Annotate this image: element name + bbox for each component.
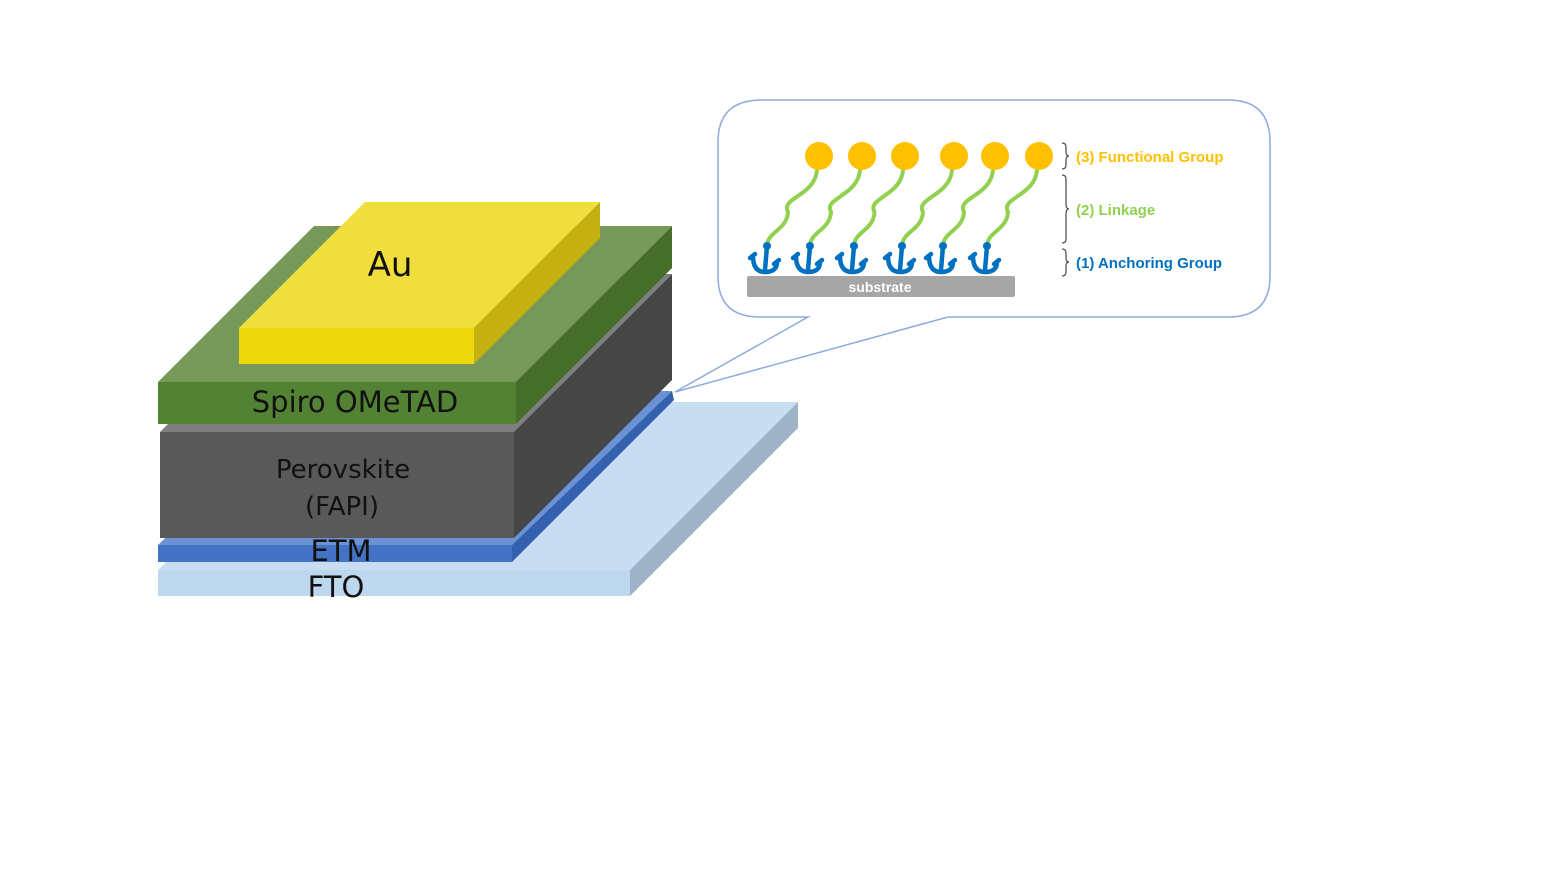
fto-front-face [158,570,630,596]
etm-label: ETM [310,534,371,568]
molecule [882,142,968,275]
anchor-icon [923,242,958,275]
functional-group-ball [891,142,919,170]
etm-side-face [512,391,674,562]
functional-group-ball [805,142,833,170]
legend-linkage: (2) Linkage [1076,202,1155,219]
fto-side-face [630,402,798,596]
perovskite-side-face [514,274,672,538]
molecule [967,142,1053,275]
brace-functional [1061,142,1070,170]
linkage-chain [900,168,954,248]
au-top-face [239,202,600,328]
molecule-group [747,142,1053,275]
anchor-icon [834,242,869,275]
molecule [834,142,919,275]
molecule [790,142,876,275]
spiro-side-face [516,226,672,424]
molecule [747,142,833,275]
linkage-chain [985,168,1039,248]
perovskite-label: Perovskite [276,455,410,485]
au-layer [239,202,600,364]
callout-outline [674,99,1271,393]
callout-bubble [674,99,1271,393]
linkage-chain [852,168,905,248]
perovskite-front-face [160,432,514,538]
spiro-front-face [158,382,516,424]
molecule [923,142,1009,275]
substrate-bar [747,276,1015,297]
au-label: Au [368,245,413,285]
au-front-face [239,328,474,364]
functional-group-ball [940,142,968,170]
fto-label: FTO [308,570,365,604]
anchor-icon [967,242,1002,275]
functional-group-ball [1025,142,1053,170]
anchor-icon [790,242,825,275]
anchor-icon [747,242,782,275]
functional-group-ball [848,142,876,170]
legend-anchoring-group: (1) Anchoring Group [1076,255,1222,272]
linkage-chain [765,168,819,248]
etm-front-face [158,545,512,562]
au-side-face [474,202,600,364]
anchor-icon [882,242,917,275]
legend-braces [1061,142,1070,277]
brace-linkage [1061,174,1070,244]
brace-anchoring [1061,248,1070,277]
functional-group-ball [981,142,1009,170]
legend-functional-group: (3) Functional Group [1076,149,1224,166]
spiro-label: Spiro OMeTAD [252,385,458,419]
substrate-label: substrate [848,279,911,295]
linkage-chain [808,168,862,248]
perovskite-sublabel: (FAPI) [305,492,379,522]
linkage-chain [941,168,995,248]
